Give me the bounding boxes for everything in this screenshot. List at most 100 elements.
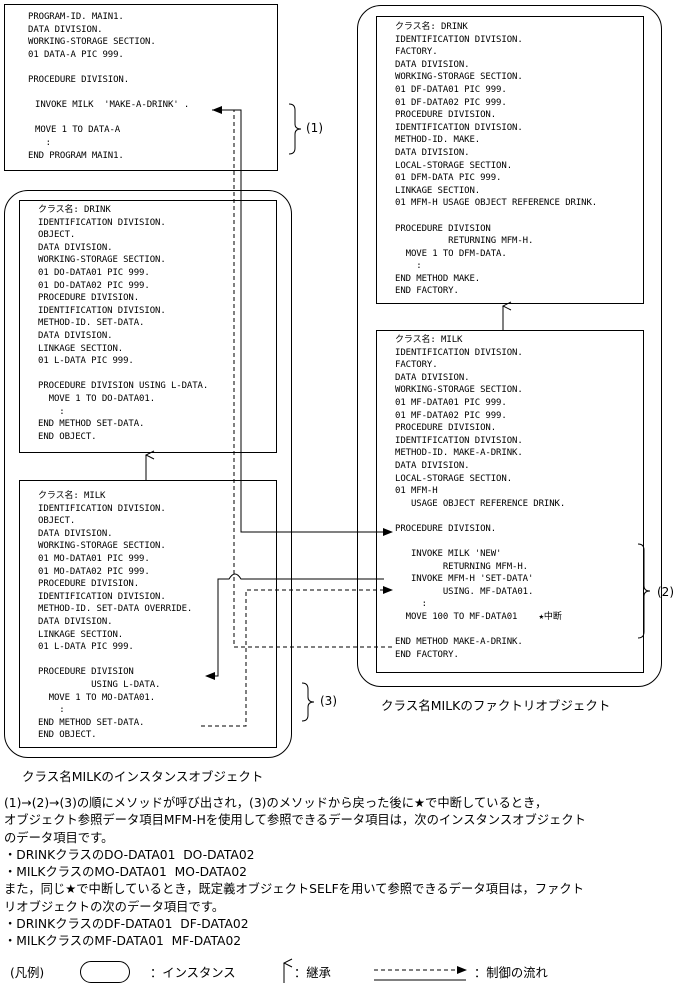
factory-milk-line: MOVE 100 TO MF-DATA01 ★中断 bbox=[395, 612, 562, 623]
factory-milk-line: METHOD-ID. MAKE-A-DRINK. bbox=[395, 448, 523, 459]
brace-1 bbox=[288, 103, 302, 155]
factory-drink-line: 01 DFM-DATA PIC 999. bbox=[395, 173, 502, 184]
factory-milk-line: クラス名: MILK bbox=[395, 335, 463, 345]
factory-milk-line: IDENTIFICATION DIVISION. bbox=[395, 347, 523, 358]
flow-return-make-a-drink bbox=[233, 532, 392, 648]
instance-milk-line: METHOD-ID. SET-DATA OVERRIDE. bbox=[38, 604, 193, 615]
instance-object-instance bbox=[4, 190, 292, 758]
factory-drink-line: MOVE 1 TO DFM-DATA. bbox=[395, 248, 507, 259]
instance-milk-line: 01 L-DATA PIC 999. bbox=[38, 642, 134, 653]
instance-drink-line: IDENTIFICATION DIVISION. bbox=[38, 217, 166, 228]
question-line: ・MILKクラスのMF-DATA01 MF-DATA02 bbox=[4, 934, 242, 949]
factory-drink-line: LINKAGE SECTION. bbox=[395, 185, 481, 196]
marker-1: (1) bbox=[306, 121, 323, 135]
instance-milk-line: PROCEDURE DIVISION bbox=[38, 667, 134, 678]
instance-drink-line: END OBJECT. bbox=[38, 431, 97, 442]
factory-milk-line: PROCEDURE DIVISION. bbox=[395, 423, 497, 434]
factory-milk-line: : bbox=[395, 599, 427, 610]
instance-milk-line: DATA DIVISION. bbox=[38, 616, 113, 627]
legend-title: (凡例) bbox=[10, 966, 45, 980]
instance-milk-line: END OBJECT. bbox=[38, 730, 97, 741]
factory-drink-line: END METHOD MAKE. bbox=[395, 273, 481, 284]
factory-drink-line: クラス名: DRINK bbox=[395, 22, 468, 32]
factory-drink-line: 01 DF-DATA01 PIC 999. bbox=[395, 84, 507, 95]
factory-drink-line: IDENTIFICATION DIVISION. bbox=[395, 34, 523, 45]
main-program-box bbox=[4, 4, 278, 171]
instance-milk-line: 01 MO-DATA01 PIC 999. bbox=[38, 553, 150, 564]
factory-milk-line: FACTORY. bbox=[395, 360, 438, 371]
factory-milk-line: 01 MF-DATA01 PIC 999. bbox=[395, 397, 507, 408]
factory-milk-line: 01 MFM-H bbox=[395, 486, 438, 497]
flow-return-to-main bbox=[212, 106, 235, 532]
main-program-line: : bbox=[35, 137, 51, 148]
question-line: リオブジェクトの次のデータ項目です。 bbox=[4, 899, 225, 914]
legend-inherit-label: ：継承 bbox=[294, 966, 331, 980]
instance-drink-line: : bbox=[38, 406, 65, 417]
factory-milk-line: USING. MF-DATA01. bbox=[395, 586, 534, 597]
instance-milk-line: IDENTIFICATION DIVISION. bbox=[38, 591, 166, 602]
factory-milk-line: PROCEDURE DIVISION. bbox=[395, 523, 497, 534]
instance-drink-line: PROCEDURE DIVISION USING L-DATA. bbox=[38, 381, 209, 392]
instance-milk-line: END METHOD SET-DATA. bbox=[38, 717, 145, 728]
factory-drink-line: DATA DIVISION. bbox=[395, 59, 470, 70]
instance-milk-line: MOVE 1 TO MO-DATA01. bbox=[38, 692, 156, 703]
brace-2 bbox=[637, 543, 651, 639]
factory-drink-line: END FACTORY. bbox=[395, 286, 459, 297]
factory-drink-line: WORKING-STORAGE SECTION. bbox=[395, 72, 523, 83]
factory-drink-line: DATA DIVISION. bbox=[395, 147, 470, 158]
instance-milk-line: 01 MO-DATA02 PIC 999. bbox=[38, 566, 150, 577]
instance-milk-line: PROCEDURE DIVISION. bbox=[38, 579, 140, 590]
question-line: のデータ項目です。 bbox=[4, 830, 114, 845]
factory-drink-line: PROCEDURE DIVISION bbox=[395, 223, 491, 234]
factory-milk-line: INVOKE MILK 'NEW' bbox=[395, 549, 502, 560]
legend-flow-label: ：制御の流れ bbox=[474, 966, 548, 980]
factory-milk-line: LOCAL-STORAGE SECTION. bbox=[395, 473, 513, 484]
legend-instance-shape bbox=[80, 961, 130, 983]
instance-drink-line: METHOD-ID. SET-DATA. bbox=[38, 318, 145, 329]
instance-milk-line: : bbox=[38, 705, 65, 716]
instance-drink-line: WORKING-STORAGE SECTION. bbox=[38, 255, 166, 266]
question-line: (1)→(2)→(3)の順にメソッドが呼び出され，(3)のメソッドから戻った後に… bbox=[4, 796, 548, 810]
factory-drink-line: 01 DF-DATA02 PIC 999. bbox=[395, 97, 507, 108]
instance-drink-line: END METHOD SET-DATA. bbox=[38, 419, 145, 430]
factory-drink-line: 01 MFM-H USAGE OBJECT REFERENCE DRINK. bbox=[395, 198, 598, 209]
factory-drink-line: LOCAL-STORAGE SECTION. bbox=[395, 160, 513, 171]
question-text: (1)→(2)→(3)の順にメソッドが呼び出され，(3)のメソッドから戻った後に… bbox=[4, 795, 586, 951]
instance-drink-line: 01 DO-DATA01 PIC 999. bbox=[38, 267, 150, 278]
question-line: また，同じ★で中断しているとき，既定義オブジェクトSELFを用いて参照できるデー… bbox=[4, 882, 584, 897]
factory-object-instance bbox=[357, 5, 662, 687]
question-line: ・DRINKクラスのDO-DATA01 DO-DATA02 bbox=[4, 847, 255, 862]
main-program-line: END PROGRAM MAIN1. bbox=[28, 150, 124, 161]
factory-milk-line: DATA DIVISION. bbox=[395, 372, 470, 383]
factory-drink-line: IDENTIFICATION DIVISION. bbox=[395, 122, 523, 133]
instance-caption: クラス名MILKのインスタンスオブジェクト bbox=[22, 769, 264, 784]
marker-3: (3) bbox=[320, 694, 337, 708]
factory-milk-box bbox=[376, 330, 644, 673]
factory-drink-line: RETURNING MFM-H. bbox=[395, 236, 534, 247]
instance-milk-line: IDENTIFICATION DIVISION. bbox=[38, 503, 166, 514]
instance-drink-line: 01 L-DATA PIC 999. bbox=[38, 356, 134, 367]
main-program-line: PROGRAM-ID. MAIN1. bbox=[28, 12, 124, 22]
factory-milk-code: クラス名: MILK IDENTIFICATION DIVISION. FACTOR… bbox=[395, 334, 565, 661]
main-program-code: PROGRAM-ID. MAIN1.DATA DIVISION.WORKING-… bbox=[28, 11, 189, 162]
factory-milk-line: WORKING-STORAGE SECTION. bbox=[395, 385, 523, 396]
instance-drink-line: LINKAGE SECTION. bbox=[38, 343, 124, 354]
flow-call-make-a-drink bbox=[212, 109, 393, 536]
instance-milk-line: OBJECT. bbox=[38, 516, 76, 527]
question-line: ・DRINKクラスのDF-DATA01 DF-DATA02 bbox=[4, 917, 249, 932]
main-program-line: 01 DATA-A PIC 999. bbox=[28, 49, 124, 60]
question-line: オブジェクト参照データ項目MFM-Hを使用して参照できるデータ項目は，次のインス… bbox=[4, 813, 586, 828]
main-program-line: WORKING-STORAGE SECTION. bbox=[28, 37, 156, 48]
main-program-line: INVOKE MILK 'MAKE-A-DRINK' . bbox=[35, 100, 190, 111]
factory-drink-line: METHOD-ID. MAKE. bbox=[395, 135, 481, 146]
instance-drink-line: MOVE 1 TO DO-DATA01. bbox=[38, 393, 156, 404]
factory-milk-line: END FACTORY. bbox=[395, 649, 459, 660]
main-program-line: MOVE 1 TO DATA-A bbox=[35, 125, 121, 136]
factory-drink-line: PROCEDURE DIVISION. bbox=[395, 110, 497, 121]
factory-drink-line: FACTORY. bbox=[395, 47, 438, 58]
main-program-line: PROCEDURE DIVISION. bbox=[28, 74, 130, 85]
factory-milk-line: USAGE OBJECT REFERENCE DRINK. bbox=[395, 498, 566, 509]
factory-milk-line: INVOKE MFM-H 'SET-DATA' bbox=[395, 574, 534, 585]
